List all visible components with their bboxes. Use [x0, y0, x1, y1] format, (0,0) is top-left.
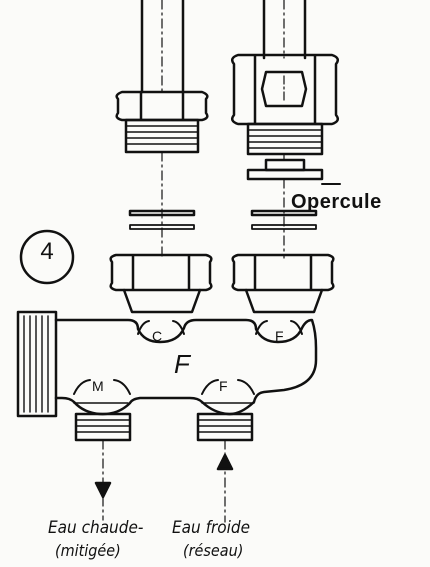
seat-mark-f-right: F: [275, 328, 284, 344]
opercule-label: Opercule: [291, 191, 382, 213]
hot-water-label: Eau chaude-: [48, 518, 144, 538]
cold-outlet-thread: [196, 412, 254, 442]
hot-water-arrow: [94, 439, 112, 521]
mixer-body-outline: [54, 318, 318, 416]
right-thread: [246, 122, 324, 156]
step-number: 4: [40, 238, 54, 265]
right-lower-nut: [231, 253, 335, 314]
cold-water-sublabel: (réseau): [183, 541, 244, 560]
seat-mark-f-bottom: F: [219, 378, 228, 394]
body-mark-f: F: [174, 349, 190, 379]
seat-mark-c: C: [152, 328, 163, 344]
left-top-nut: [115, 90, 209, 122]
opercule-disk: [246, 153, 341, 185]
knurled-cap: [16, 310, 58, 418]
right-top-nut: [230, 53, 340, 126]
left-lower-nut: [109, 253, 213, 314]
hex-bolt-icon: [260, 70, 308, 108]
seat-marks: [73, 320, 303, 395]
left-supply-pipe: [140, 0, 185, 94]
step-circle: [19, 229, 75, 285]
right-supply-pipe: [262, 0, 307, 60]
hot-water-sublabel: (mitigée): [55, 541, 121, 560]
left-thread: [124, 118, 200, 154]
hot-outlet-thread: [74, 412, 132, 442]
cold-water-arrow: [216, 439, 234, 523]
arrow-down-icon: [94, 481, 112, 499]
seat-mark-m: M: [92, 378, 104, 394]
gaskets: [128, 209, 318, 230]
arrow-up-icon: [216, 453, 234, 471]
cold-water-label: Eau froide: [172, 518, 250, 538]
